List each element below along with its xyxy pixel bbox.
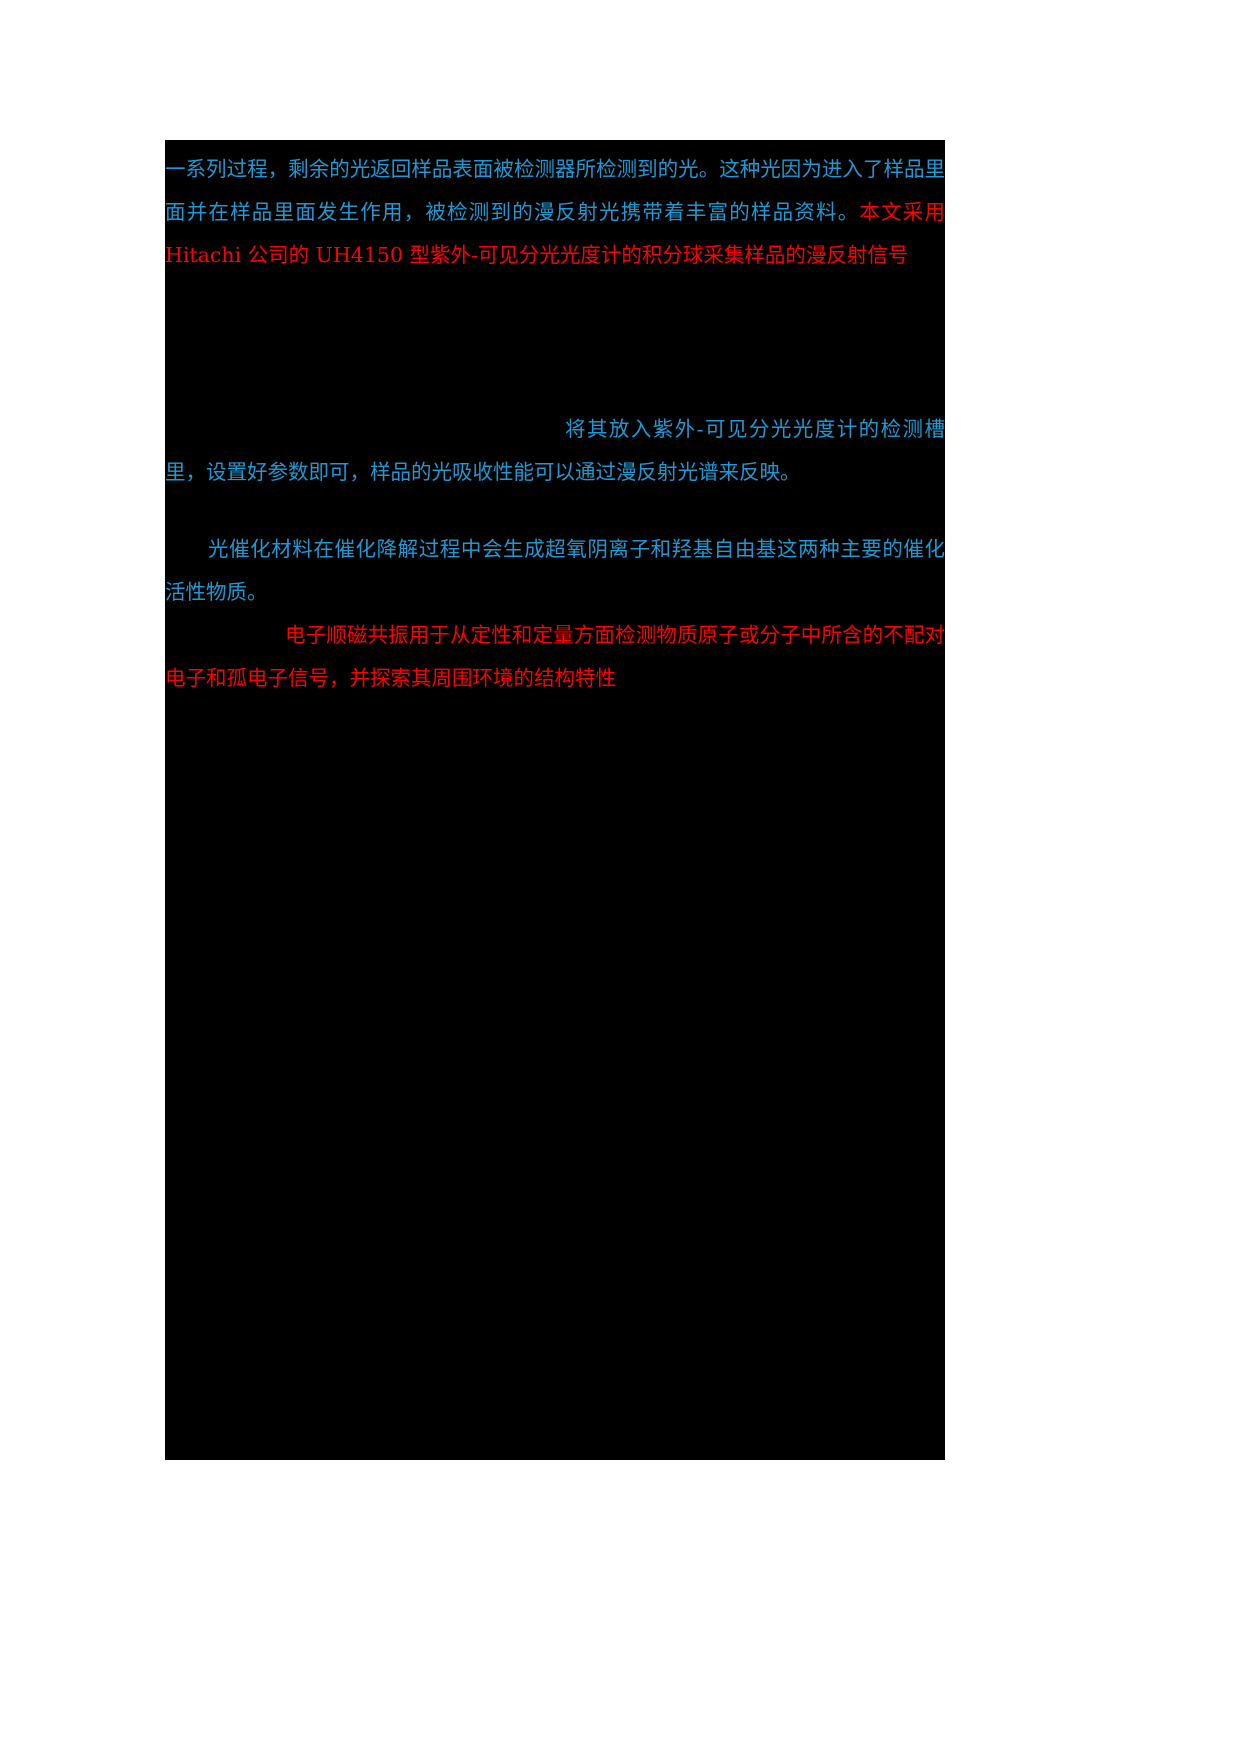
- paragraph-2-segment-blue: 将其放入紫外-可见分光光度计的检测槽里，设置好参数即可，样品的光吸收性能可以通过…: [165, 417, 945, 484]
- paragraph-3: 光催化材料在催化降解过程中会生成超氧阴离子和羟基自由基这两种主要的催化活性物质。: [165, 528, 945, 614]
- paragraph-2: 将其放入紫外-可见分光光度计的检测槽里，设置好参数即可，样品的光吸收性能可以通过…: [165, 408, 945, 494]
- paragraph-4-segment-red: 电子顺磁共振用于从定性和定量方面检测物质原子或分子中所含的不配对电子和孤电子信号…: [165, 623, 945, 690]
- paragraph-3-segment-blue: 光催化材料在催化降解过程中会生成超氧阴离子和羟基自由基这两种主要的催化活性物质。: [165, 537, 945, 604]
- paragraph-1-segment-red: 本文采用 Hitachi 公司的 UH4150 型紫外-可见分光光度计的积分球采…: [165, 200, 945, 267]
- paragraph-1: 一系列过程，剩余的光返回样品表面被检测器所检测到的光。这种光因为进入了样品里面并…: [165, 148, 945, 277]
- paragraph-4: 电子顺磁共振用于从定性和定量方面检测物质原子或分子中所含的不配对电子和孤电子信号…: [165, 614, 945, 700]
- document-content-block: 一系列过程，剩余的光返回样品表面被检测器所检测到的光。这种光因为进入了样品里面并…: [165, 140, 945, 1460]
- paragraph-1-segment-blue: 一系列过程，剩余的光返回样品表面被检测器所检测到的光。这种光因为进入了样品里面并…: [165, 157, 945, 224]
